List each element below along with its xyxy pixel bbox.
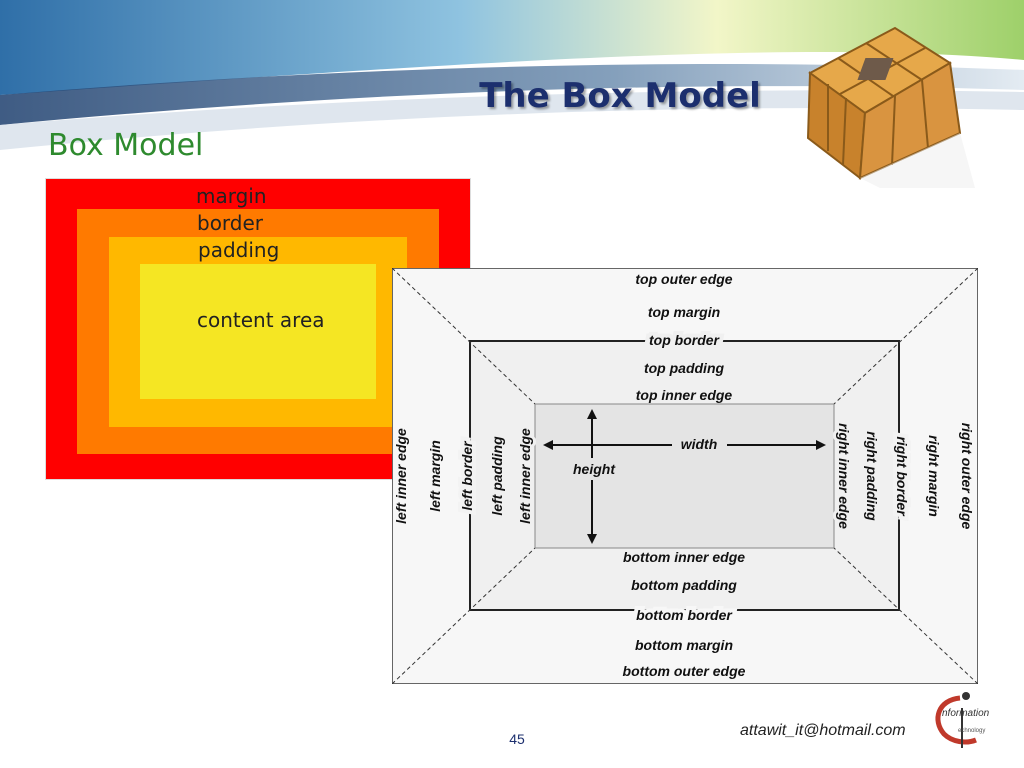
- label-right-inner-edge: right inner edge: [836, 423, 852, 529]
- label-bottom-outer-edge: bottom outer edge: [623, 663, 746, 679]
- padding-label: padding: [198, 238, 280, 262]
- label-top-border: top border: [649, 332, 721, 348]
- label-top-inner-edge: top inner edge: [636, 387, 733, 403]
- photo-cube-icon: [806, 26, 975, 188]
- label-top-margin: top margin: [648, 304, 720, 320]
- label-right-padding: right padding: [864, 431, 880, 521]
- label-top-outer-edge: top outer edge: [635, 271, 732, 287]
- label-width: width: [681, 436, 718, 452]
- label-left-inner-edge-2: left inner edge: [517, 428, 533, 524]
- label-bottom-border: bottom border: [636, 607, 733, 623]
- content-area-label: content area: [197, 308, 325, 332]
- slide-title: The Box Model: [479, 76, 761, 116]
- label-top-padding: top padding: [644, 360, 725, 376]
- label-height: height: [573, 461, 616, 477]
- information-technology-logo-icon: [935, 692, 977, 748]
- margin-label: margin: [196, 184, 267, 208]
- label-bottom-margin: bottom margin: [635, 637, 733, 653]
- label-left-padding: left padding: [489, 436, 505, 516]
- slide-subtitle: Box Model: [48, 128, 204, 163]
- label-bottom-padding: bottom padding: [631, 577, 737, 593]
- logo-sub-text: echnology: [958, 728, 986, 734]
- label-bottom-inner-edge: bottom inner edge: [623, 549, 745, 565]
- author-email: attawit_it@hotmail.com: [740, 722, 906, 739]
- content-area: [140, 264, 376, 399]
- label-left-inner-edge: left inner edge: [393, 428, 409, 524]
- header-swoosh: [0, 0, 1024, 150]
- label-left-margin: left margin: [427, 440, 443, 512]
- page-number: 45: [509, 731, 525, 747]
- content-box: [534, 403, 835, 549]
- label-right-border: right border: [894, 436, 910, 517]
- label-right-margin: right margin: [926, 435, 942, 517]
- diagonal-guides: [392, 268, 978, 684]
- label-right-outer-edge: right outer edge: [959, 423, 975, 530]
- box-model-diagram: top outer edge top margin top border top…: [392, 268, 978, 684]
- border-label: border: [197, 211, 264, 235]
- label-left-border: left border: [459, 440, 475, 511]
- logo-main-text: nformation: [942, 708, 990, 719]
